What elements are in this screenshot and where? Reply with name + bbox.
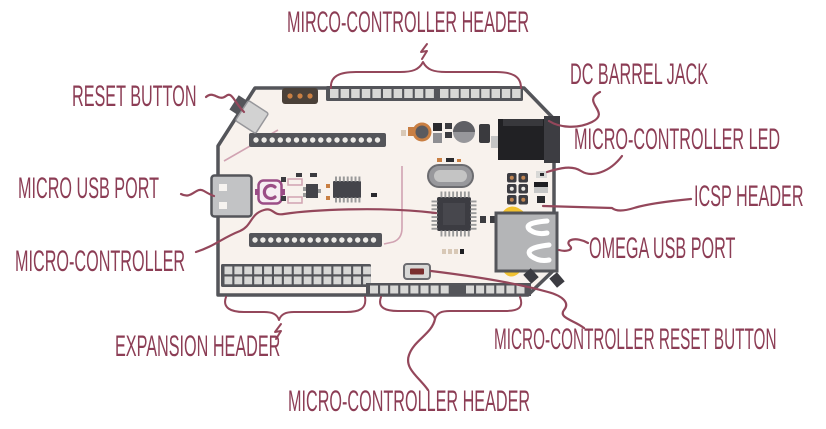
icsp-header-pins	[507, 173, 528, 205]
label-micro-usb-port: MICRO USB PORT	[18, 172, 160, 205]
squiggle-expansion	[274, 323, 282, 340]
omega-usb-port-component	[494, 211, 565, 288]
label-dc-barrel-jack: DC BARREL JACK	[570, 58, 709, 91]
leader-mcu-led	[545, 154, 624, 175]
power-components-row	[401, 121, 499, 148]
mcu-header-top-pins	[326, 86, 523, 101]
label-mcu-led: MICRO-CONTROLLER LED	[574, 123, 781, 156]
leader-omega-usb	[557, 238, 590, 252]
crystal-oscillator	[427, 158, 474, 188]
brace-expansion-header	[224, 296, 367, 321]
mcu-reset-button-component	[403, 263, 431, 280]
smd-passives-left	[281, 173, 377, 204]
bevel-component	[523, 268, 539, 284]
label-icsp-header: ICSP HEADER	[694, 180, 804, 213]
microcontroller-chip	[431, 191, 477, 237]
micro-usb-port-component	[210, 174, 253, 218]
omega-socket-bottom	[249, 233, 382, 247]
leader-mcu-reset-button	[429, 269, 586, 330]
expansion-header-pins	[221, 264, 371, 287]
brace-top-header	[329, 61, 522, 89]
omega-socket-top	[249, 133, 386, 147]
mcu-led-component	[534, 171, 548, 203]
purple-component	[255, 179, 285, 205]
leader-mcu-header-bottom	[406, 317, 437, 392]
label-mcu-header-bottom: MICRO-CONTROLLER HEADER	[288, 385, 531, 418]
label-omega-usb-port: OMEGA USB PORT	[589, 232, 736, 265]
header-1x3	[282, 88, 318, 104]
label-reset-button: RESET BUTTON	[72, 80, 197, 113]
leader-dc-barrel-jack	[547, 90, 602, 128]
leader-micro-controller	[194, 208, 438, 254]
label-mcu-header-top: MIRCO-CONTROLLER HEADER	[287, 6, 530, 39]
usb-serial-chip	[333, 176, 361, 203]
mcu-header-bottom-pins	[366, 283, 531, 296]
squiggle-top	[420, 43, 428, 60]
leader-icsp-header	[541, 197, 693, 212]
label-micro-controller: MICRO-CONTROLLER	[15, 245, 186, 278]
label-expansion-header: EXPANSION HEADER	[115, 330, 281, 363]
brace-mcu-header-bottom	[379, 296, 523, 320]
dc-barrel-jack-component	[498, 116, 560, 163]
smd-passives-right	[442, 216, 496, 254]
leader-micro-usb	[179, 188, 216, 198]
leader-reset-button	[204, 93, 246, 114]
label-mcu-reset-button: MICRO-CONTROLLER RESET BUTTON	[494, 323, 777, 356]
